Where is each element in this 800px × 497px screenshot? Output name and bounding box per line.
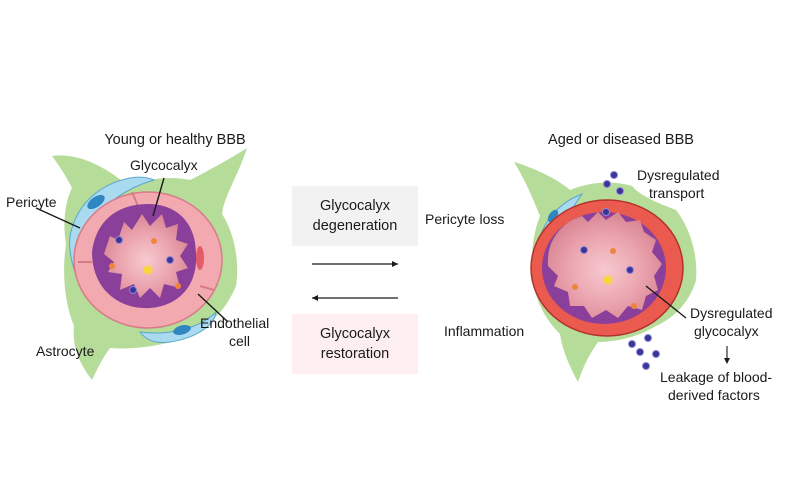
healthy-molecule-orange [175, 283, 181, 289]
healthy-endothelial-nucleus [196, 246, 204, 270]
label-glycocalyx: Glycocalyx [130, 157, 198, 173]
healthy-molecule-yellow [143, 265, 153, 275]
transport-molecule [616, 187, 624, 195]
leakage-molecule [636, 348, 644, 356]
label-inflammation: Inflammation [444, 323, 524, 339]
healthy-lumen [104, 214, 188, 298]
diseased-molecule-blue [602, 208, 610, 216]
healthy-panel-title: Young or healthy BBB [104, 132, 245, 148]
degeneration-line-2: degeneration [313, 218, 398, 234]
transport-molecule [610, 171, 618, 179]
restoration-box [292, 314, 418, 374]
transition-panel: Glycocalyx degeneration Glycocalyx resto… [292, 186, 524, 374]
transport-molecule [603, 180, 611, 188]
diseased-molecule-yellow [603, 275, 613, 285]
restoration-line-1: Glycocalyx [320, 326, 391, 342]
healthy-molecule-orange [151, 238, 157, 244]
leakage-molecule [642, 362, 650, 370]
label-pericyte: Pericyte [6, 194, 57, 210]
label-endothelial-cell: cell [229, 333, 250, 349]
healthy-molecule-orange [109, 263, 115, 269]
label-astrocyte: Astrocyte [36, 343, 95, 359]
leakage-molecule [628, 340, 636, 348]
leakage-molecule [652, 350, 660, 358]
label-dysregulated-glycocalyx-2: glycocalyx [694, 323, 759, 339]
diseased-molecule-orange [610, 248, 616, 254]
diseased-molecule-orange [631, 303, 637, 309]
diseased-lumen [547, 212, 662, 318]
degeneration-line-1: Glycocalyx [320, 198, 391, 214]
label-leakage-2: derived factors [668, 387, 760, 403]
healthy-bbb-panel: Young or healthy BBB Glycocalyx Per [6, 132, 269, 380]
diseased-panel-title: Aged or diseased BBB [548, 132, 694, 148]
label-dysregulated-glycocalyx-1: Dysregulated [690, 305, 773, 321]
label-pericyte-loss: Pericyte loss [425, 211, 504, 227]
healthy-molecule-blue [129, 286, 137, 294]
healthy-pericyte-nucleus-2 [173, 325, 191, 335]
healthy-molecule-blue [166, 256, 174, 264]
diseased-molecule-blue [580, 246, 588, 254]
diseased-molecule-blue [626, 266, 634, 274]
healthy-pericyte-nucleus [87, 194, 105, 210]
label-leakage-1: Leakage of blood- [660, 369, 772, 385]
diseased-bbb-panel: Aged or diseased BBB [514, 132, 773, 403]
leakage-molecule [644, 334, 652, 342]
healthy-molecule-blue [115, 236, 123, 244]
label-endothelial: Endothelial [200, 315, 269, 331]
label-dysregulated-transport-2: transport [649, 185, 704, 201]
diseased-molecule-orange [572, 284, 578, 290]
restoration-line-2: restoration [321, 346, 390, 362]
label-dysregulated-transport-1: Dysregulated [637, 167, 720, 183]
degeneration-box [292, 186, 418, 246]
